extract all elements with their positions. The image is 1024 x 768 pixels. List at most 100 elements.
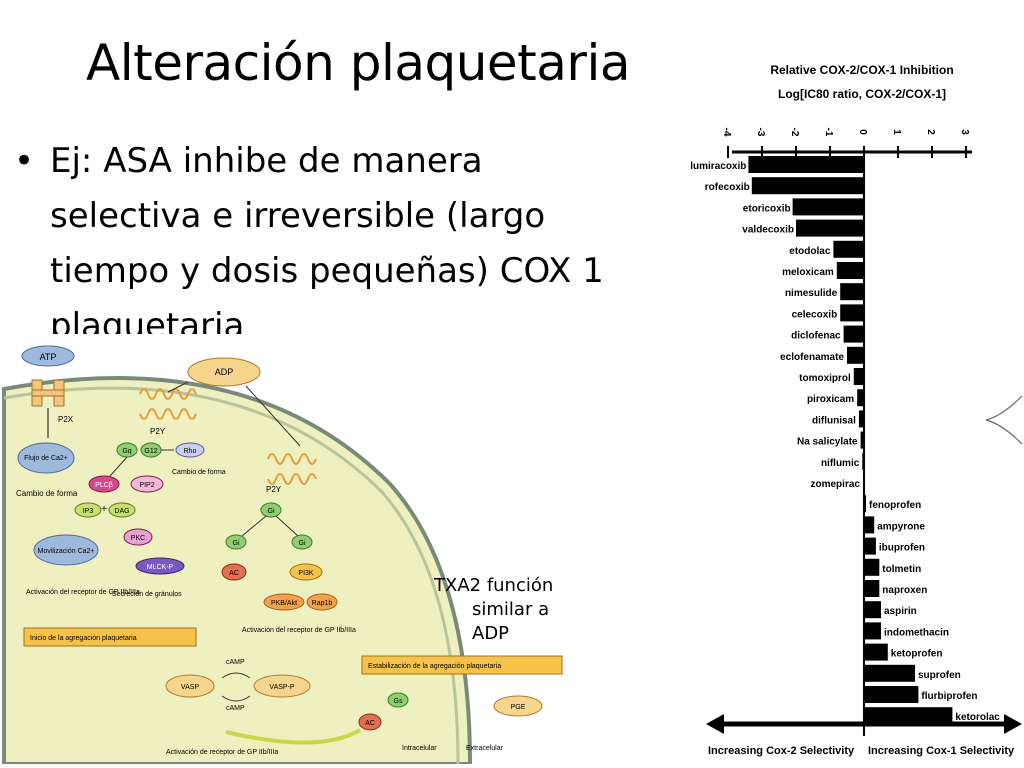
bullet-dot: • xyxy=(14,141,35,181)
bar-label: valdecoxib xyxy=(742,225,794,236)
tick-label: -1 xyxy=(823,128,834,137)
bar-naproxen xyxy=(864,580,880,597)
gi-left-label: Gi xyxy=(233,540,240,547)
bar-label: eclofenamate xyxy=(780,352,844,363)
bar-label: indomethacin xyxy=(884,627,949,638)
bar-etodolac xyxy=(833,240,864,258)
bar-label: tomoxiprol xyxy=(799,373,851,384)
pge-label: PGE xyxy=(511,704,526,711)
bar-niflumic xyxy=(862,452,865,470)
ac-label: AC xyxy=(229,570,239,577)
movilizacion-label: Movilización Ca2+ xyxy=(38,548,95,555)
camp-bottom-label: cAMP xyxy=(226,705,245,712)
bar-label: rofecoxib xyxy=(705,182,750,193)
bar-label: fenoprofen xyxy=(869,500,921,511)
p2x1-label: P2X xyxy=(58,415,74,424)
cox2-selectivity-label: Increasing Cox-2 Selectivity xyxy=(708,745,855,757)
ac-right-label: AC xyxy=(365,720,375,727)
gi-right-label: Gi xyxy=(299,540,306,547)
gi-center-label: Gi xyxy=(268,508,275,515)
pkc-label: PKC xyxy=(131,535,145,542)
bar-zomepirac xyxy=(862,474,865,491)
bar-label: diclofenac xyxy=(791,331,841,342)
bar-label: etoricoxib xyxy=(743,203,791,214)
bar-valdecoxib xyxy=(796,219,864,237)
bar-indomethacin xyxy=(864,622,881,640)
bar-nimesulide xyxy=(840,283,864,301)
vasp-label: VASP xyxy=(181,684,199,691)
tick-label: -2 xyxy=(789,128,800,137)
gq-label: Gq xyxy=(122,448,131,455)
bar-lumiracoxib xyxy=(748,156,864,173)
bullet-line: selectiva e irreversible (largo xyxy=(50,196,546,236)
rho-label: Rho xyxy=(184,448,197,455)
p2y12-receptor-icon xyxy=(267,453,317,485)
bar-flurbiprofen xyxy=(864,686,919,703)
secrecion-label: Secreción de gránulos xyxy=(112,591,182,598)
tick-label: 0 xyxy=(857,129,868,135)
bar-label: ibuprofen xyxy=(879,543,925,554)
bar-eclofenamate xyxy=(847,346,864,364)
bar-label: Na salicylate xyxy=(797,437,858,448)
selectivity-arrow xyxy=(706,712,1022,736)
p2y12-label: P2Y xyxy=(266,485,282,494)
bar-ampyrone xyxy=(864,516,875,534)
p2x1-channel-icon xyxy=(31,379,65,407)
bar-celecoxib xyxy=(840,304,864,322)
bar-na-salicylate xyxy=(860,431,864,449)
camp-top-label: cAMP xyxy=(226,659,245,666)
pi3k-label: PI3K xyxy=(298,570,314,577)
chart-subtitle: Log[IC80 ratio, COX-2/COX-1] xyxy=(778,87,946,101)
bar-label: niflumic xyxy=(821,458,860,469)
plcb-label: PLCβ xyxy=(95,482,113,489)
bar-label: celecoxib xyxy=(792,309,838,320)
vaspp-label: VASP-P xyxy=(269,684,294,691)
bar-label: etodolac xyxy=(789,246,831,257)
bar-aspirin xyxy=(864,601,881,619)
slide-title: Alteración plaquetaria xyxy=(86,34,631,92)
adp-label: ADP xyxy=(215,367,234,377)
activacion-bottom-label: Activación de receptor de GP IIb/IIIa xyxy=(166,749,278,756)
cox1-selectivity-label: Increasing Cox-1 Selectivity xyxy=(868,745,1015,757)
flujo-label: Flujo de Ca2+ xyxy=(24,455,68,462)
bar-ketoprofen xyxy=(864,643,888,661)
inicio-label: Inicio de la agregación plaquetaria xyxy=(30,635,137,642)
bar-label: piroxicam xyxy=(807,394,854,405)
bar-piroxicam xyxy=(857,389,864,407)
g12-label: G12 xyxy=(144,448,157,455)
bar-tomoxiprol xyxy=(853,368,864,385)
atp-node: ATP xyxy=(21,345,75,367)
bar-label: lumiracoxib xyxy=(690,161,746,172)
bar-label: meloxicam xyxy=(782,267,834,278)
callout-bracket-icon xyxy=(985,395,1023,445)
pkbakt-label: PKB/Akt xyxy=(271,600,297,607)
cox-selectivity-chart: Relative COX-2/COX-1 Inhibition Log[IC80… xyxy=(672,56,1024,768)
bar-label: flurbiprofen xyxy=(921,691,977,702)
tick-label: 3 xyxy=(959,129,970,135)
mlckp-label: MLCK-P xyxy=(147,564,174,571)
bar-etoricoxib xyxy=(792,198,864,216)
extracelular-label: Extracelular xyxy=(466,745,504,752)
bar-label: tolmetin xyxy=(882,564,921,575)
bar-label: ketoprofen xyxy=(891,649,943,660)
pip2-label: PIP2 xyxy=(139,482,154,489)
estabilizacion-label: Estabilización de la agregación plaqueta… xyxy=(368,663,501,670)
p2y1-label: P2Y xyxy=(150,427,166,436)
rap1b-label: Rap1b xyxy=(312,600,333,607)
bar-label: nimesulide xyxy=(785,288,838,299)
bar-diclofenac xyxy=(843,325,864,343)
tick-label: 1 xyxy=(891,129,902,135)
bar-suprofen xyxy=(864,664,915,682)
ip3-label: IP3 xyxy=(83,508,94,515)
bar-label: ampyrone xyxy=(877,521,925,532)
bar-label: aspirin xyxy=(884,606,917,617)
atp-label: ATP xyxy=(40,352,57,362)
dag-label: DAG xyxy=(114,508,129,515)
note-line: TXA2 función xyxy=(434,575,554,596)
tick-label: 2 xyxy=(925,129,936,135)
tick-label: -4 xyxy=(721,128,732,137)
bar-ibuprofen xyxy=(864,537,876,555)
tick-label: -3 xyxy=(755,128,766,137)
plus-sign: + xyxy=(101,504,107,515)
activacion-left-label: Activación del receptor de GP IIb/IIIa xyxy=(26,589,140,596)
